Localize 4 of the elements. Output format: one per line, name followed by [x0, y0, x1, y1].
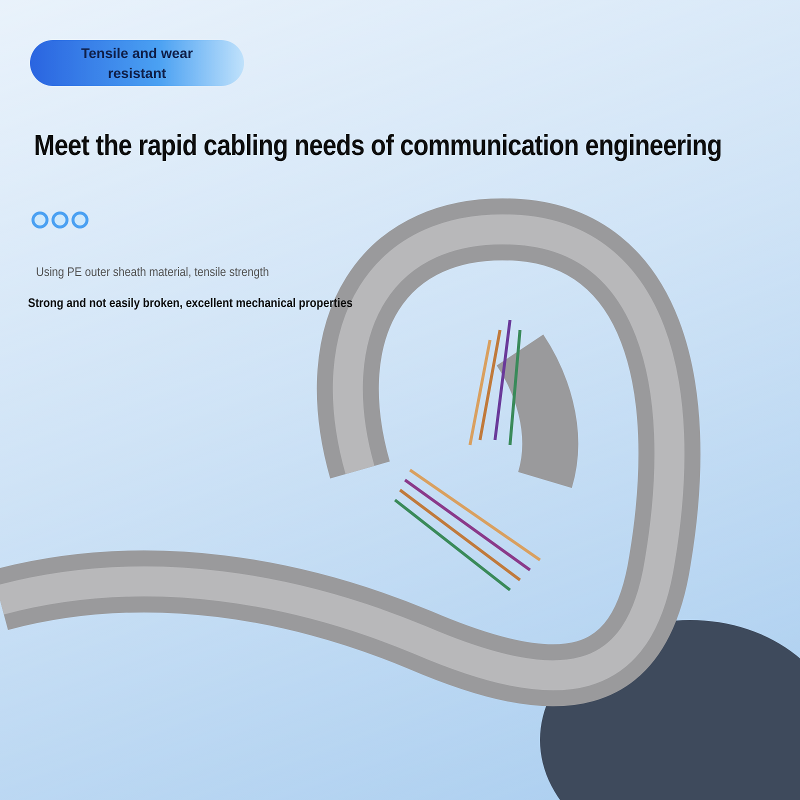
headline: Meet the rapid cabling needs of communication engineering: [34, 130, 722, 163]
description-text: Strong and not easily broken, excellent mechanical properties: [28, 296, 353, 310]
description-text: Using PE outer sheath material, tensile strength: [36, 265, 269, 279]
feature-badge: Tensile and wear resistant: [30, 40, 244, 86]
